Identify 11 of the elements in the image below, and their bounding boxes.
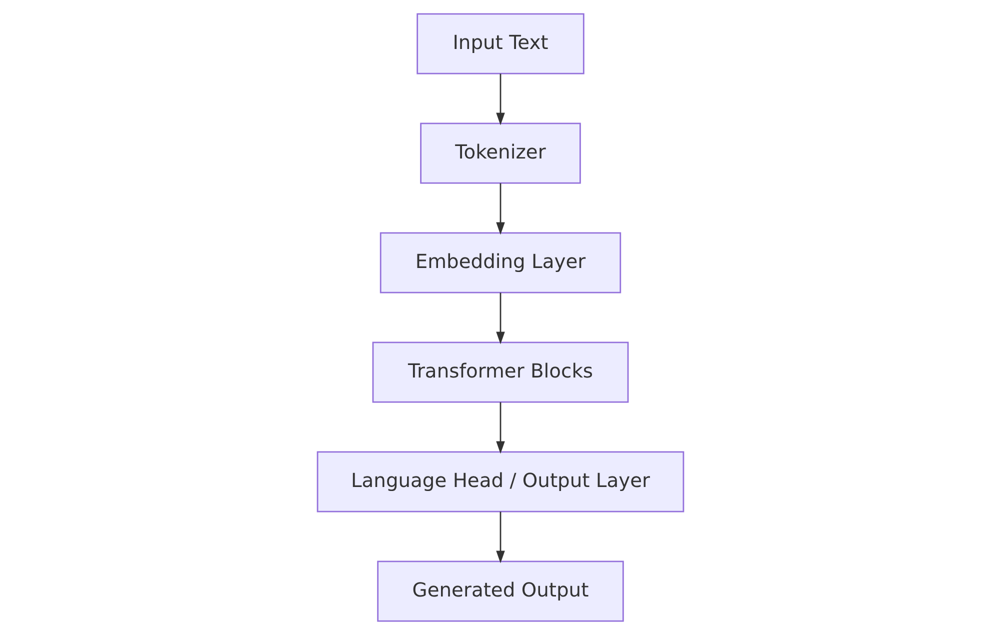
arrow	[496, 512, 504, 564]
arrow	[496, 183, 504, 235]
node-box: Embedding Layer	[379, 232, 621, 294]
arrow	[496, 74, 504, 126]
node-box: Transformer Blocks	[372, 342, 628, 403]
node-box: Tokenizer	[420, 122, 580, 184]
arrow	[496, 292, 504, 344]
arrow	[496, 402, 504, 454]
node-box: Input Text	[416, 13, 584, 74]
node-box: Language Head / Output Layer	[316, 451, 684, 512]
node-box: Generated Output	[376, 560, 624, 622]
